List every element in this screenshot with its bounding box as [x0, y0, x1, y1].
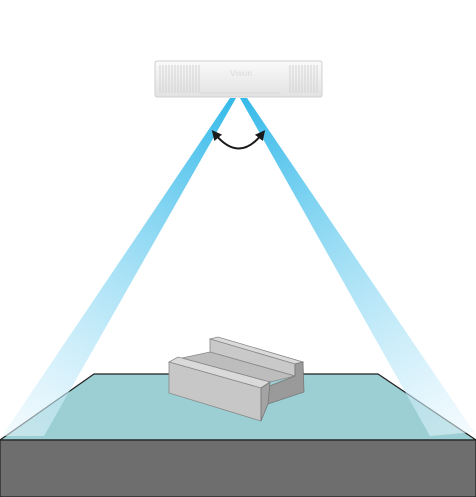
sensor-body: [154, 60, 323, 98]
sensor-vents-right: [289, 65, 318, 93]
platform-front: [0, 439, 476, 497]
scan-beam-left: [2, 98, 236, 436]
block-front-end: [260, 381, 271, 422]
u-channel-block-icon: [167, 336, 305, 422]
sensor-vents-left: [159, 65, 200, 93]
double-headed-curved-arrow-icon: [211, 130, 266, 150]
scan-beam-right: [240, 98, 474, 436]
sensor-device: Vision: [154, 60, 323, 98]
sensor-brand-label: Vision: [230, 69, 252, 78]
